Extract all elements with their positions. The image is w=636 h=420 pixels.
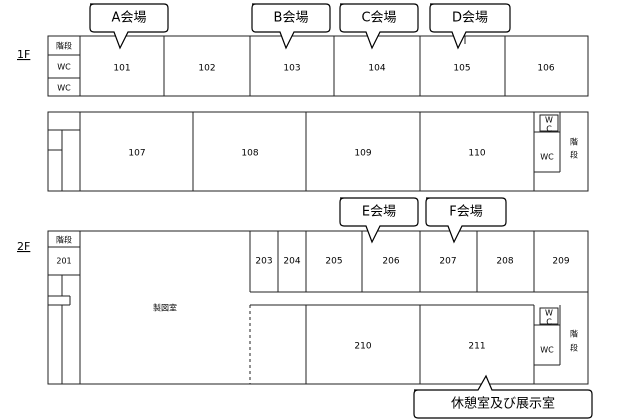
f2-stairs-right-2: 段 [570,343,578,353]
callout-f: F会場 [425,197,507,244]
room-108: 108 [241,149,258,159]
floor-label-1f: 1F [17,48,30,61]
room-203: 203 [255,257,272,267]
callout-d: D会場 [429,3,511,50]
room-110: 110 [468,149,485,159]
f2-stairs-left: 階段 [56,235,72,245]
room-208: 208 [496,257,513,267]
callout-c-label: C会場 [361,11,396,26]
f1-wc-right-w: W [545,116,553,125]
room-104: 104 [368,64,385,74]
callout-lounge-label: 休憩室及び展示室 [451,396,555,412]
callout-lounge: 休憩室及び展示室 [413,374,593,419]
room-204: 204 [283,257,300,267]
f1-wc-right-c: C [546,125,552,134]
room-106: 106 [537,64,554,74]
callout-c: C会場 [339,3,419,50]
callout-e: E会場 [339,197,419,244]
callout-b-label: B会場 [274,11,309,26]
f2-stairs-right-1: 階 [570,329,578,339]
room-102: 102 [198,64,215,74]
room-207: 207 [439,257,456,267]
f2-building [47,230,589,385]
f1-wc-left-2: WC [57,84,71,93]
room-206: 206 [382,257,399,267]
f1-stairs-right-2: 段 [570,150,578,160]
room-103: 103 [283,64,300,74]
room-101: 101 [113,64,130,74]
callout-f-label: F会場 [449,205,482,220]
room-201: 201 [56,257,71,266]
room-209: 209 [552,257,569,267]
callout-e-label: E会場 [362,205,396,220]
room-107: 107 [128,149,145,159]
f1-north-wing [47,35,589,97]
callout-b: B会場 [251,3,331,50]
callout-a: A会場 [89,3,169,50]
f1-wc-right: WC [540,153,554,162]
f1-stairs-left: 階段 [56,41,72,51]
room-210: 210 [354,342,371,352]
f1-stairs-right-1: 階 [570,137,578,147]
room-211: 211 [468,342,485,352]
callout-a-label: A会場 [112,11,147,26]
f1-south-wing [47,111,589,192]
callout-d-label: D会場 [452,11,488,26]
f2-wc-right-w: W [545,309,553,318]
room-drafting: 製図室 [153,303,177,313]
room-205: 205 [325,257,342,267]
f2-wc-right-c: C [546,318,552,327]
floor-label-2f: 2F [17,240,30,253]
room-105: 105 [453,64,470,74]
room-109: 109 [354,149,371,159]
f2-wc-right: WC [540,346,554,355]
f1-wc-left-1: WC [57,63,71,72]
